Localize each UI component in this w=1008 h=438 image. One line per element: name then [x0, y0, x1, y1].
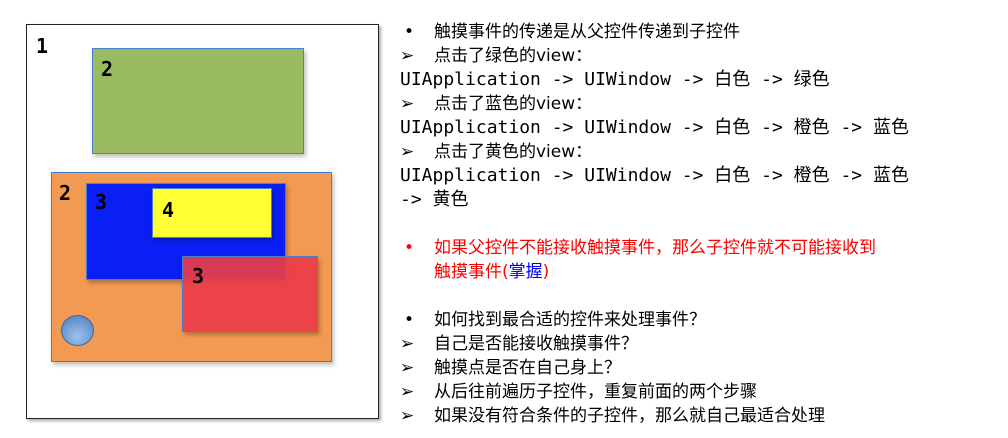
bullet: •: [404, 22, 415, 42]
arrow-bullet-icon: ➢: [400, 46, 415, 66]
text: 触摸事件的传递是从父控件传递到子控件: [434, 22, 740, 42]
touch-point-circle: [61, 315, 94, 346]
text: 触摸点是否在自己身上？: [434, 358, 621, 378]
text: 如果父控件不能接收触摸事件，那么子控件就不可能接收到: [434, 238, 876, 258]
arrow-bullet-icon: ➢: [400, 142, 415, 162]
text: 如果没有符合条件的子控件，那么就自己最适合处理: [434, 406, 825, 426]
bullet: •: [404, 238, 415, 258]
yellow-view: [152, 188, 272, 238]
label-orange: 2: [59, 181, 72, 205]
arrow-bullet-icon: ➢: [400, 406, 415, 426]
text: 从后往前遍历子控件，重复前面的两个步骤: [434, 382, 757, 402]
text: 点击了黄色的view：: [434, 142, 593, 162]
label-yellow: 4: [162, 198, 175, 222]
arrow-bullet-icon: ➢: [400, 382, 415, 402]
emphasis-text: 掌握: [508, 262, 543, 282]
label-green: 2: [101, 57, 114, 81]
path-green: UIApplication -> UIWindow -> 白色 -> 绿色: [400, 69, 830, 90]
path-yellow-cont: -> 黄色: [400, 189, 469, 210]
path-yellow: UIApplication -> UIWindow -> 白色 -> 橙色 ->…: [400, 165, 909, 186]
arrow-bullet-icon: ➢: [400, 334, 415, 354]
label-1: 1: [36, 34, 49, 58]
green-view: [92, 48, 304, 154]
text: 如何找到最合适的控件来处理事件？: [434, 310, 706, 330]
bullet: •: [404, 310, 415, 330]
text: 触摸事件(: [434, 262, 509, 282]
text: 点击了绿色的view：: [434, 46, 593, 66]
text: 点击了蓝色的view：: [434, 94, 593, 114]
text: ): [542, 262, 550, 282]
arrow-bullet-icon: ➢: [400, 358, 415, 378]
arrow-bullet-icon: ➢: [400, 94, 415, 114]
text: 自己是否能接收触摸事件？: [434, 334, 638, 354]
label-blue: 3: [95, 190, 108, 214]
red-view: [182, 256, 318, 332]
path-blue: UIApplication -> UIWindow -> 白色 -> 橙色 ->…: [400, 117, 909, 138]
label-red: 3: [192, 264, 205, 288]
